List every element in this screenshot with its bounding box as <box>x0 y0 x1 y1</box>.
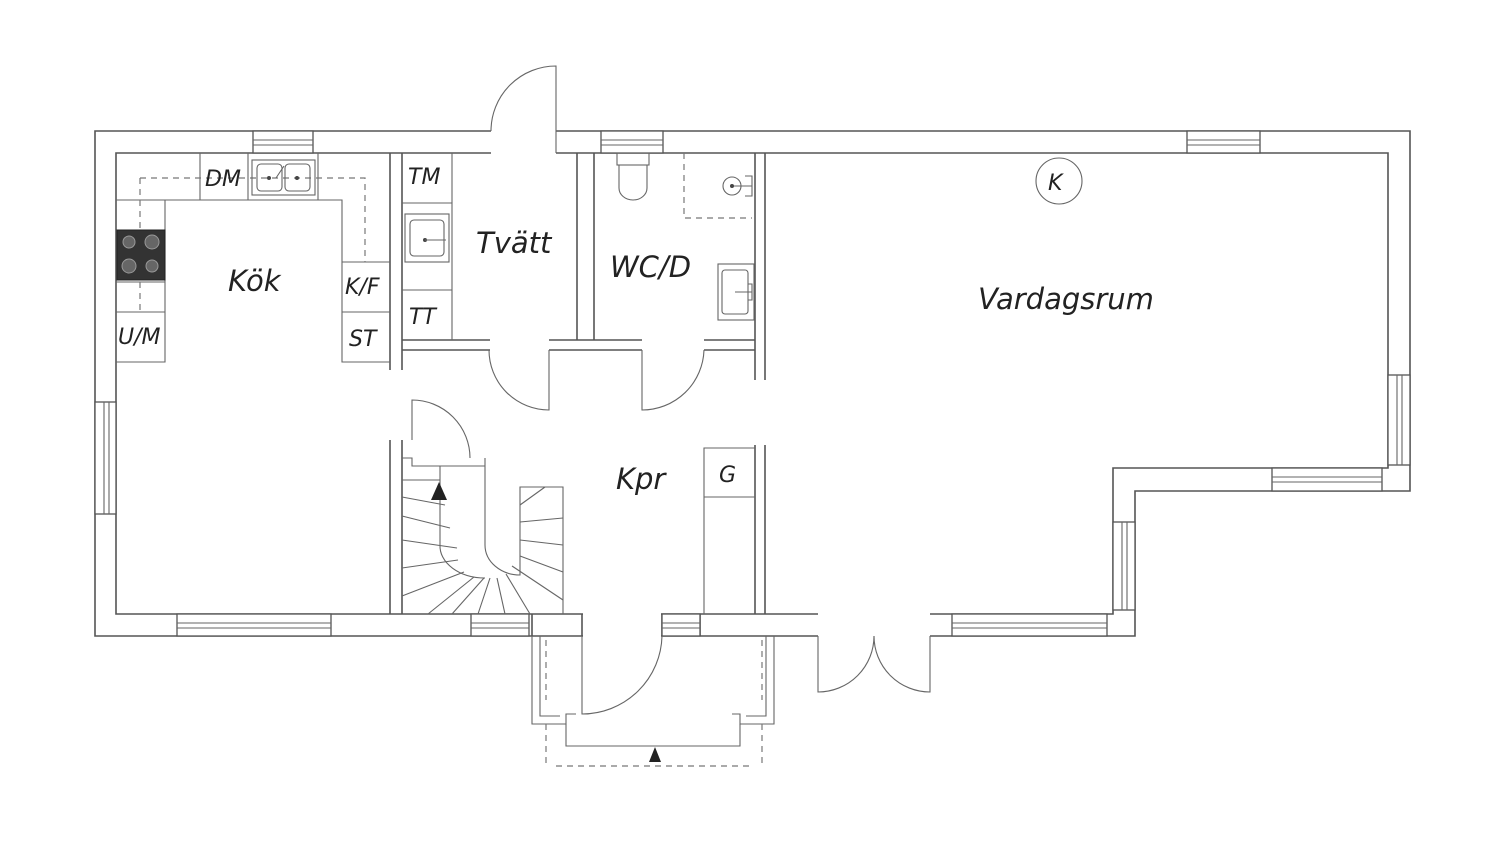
fireplace-icon <box>1035 157 1083 205</box>
laundry-sink-icon <box>404 213 450 263</box>
shower-icon <box>683 153 753 219</box>
kitchen-sink-icon <box>251 159 316 196</box>
fixture-label-tumble-dryer: TT <box>409 305 437 330</box>
fixture-label-wardrobe: G <box>719 463 736 488</box>
fixture-label-dishwasher: DM <box>205 167 241 192</box>
staircase <box>401 457 564 615</box>
toilet-icon <box>616 152 650 201</box>
wc-sink-icon <box>717 263 755 321</box>
door-openings <box>386 128 930 640</box>
entrance-porch <box>531 636 775 767</box>
wardrobe <box>703 447 755 614</box>
fixture-label-oven-microwave: U/M <box>118 325 161 350</box>
fixture-label-washing-machine: TM <box>408 165 440 190</box>
fixture-label-storage: ST <box>349 327 378 352</box>
room-label-laundry: Tvätt <box>476 226 553 260</box>
kitchen-cabinets <box>116 153 390 363</box>
room-label-living: Vardagsrum <box>978 282 1154 316</box>
stove-icon <box>116 229 166 281</box>
exterior-walls <box>94 130 1411 637</box>
room-label-wc: WC/D <box>610 250 691 284</box>
windows <box>94 130 1411 637</box>
fixture-label-fridge-freezer: K/F <box>345 275 380 300</box>
doors <box>411 65 931 715</box>
laundry-cabinets <box>402 153 453 340</box>
interior-walls <box>389 153 766 636</box>
room-label-kitchen: Kök <box>228 264 282 298</box>
fixture-label-fireplace: K <box>1048 171 1064 196</box>
room-label-corridor: Kpr <box>616 462 667 496</box>
